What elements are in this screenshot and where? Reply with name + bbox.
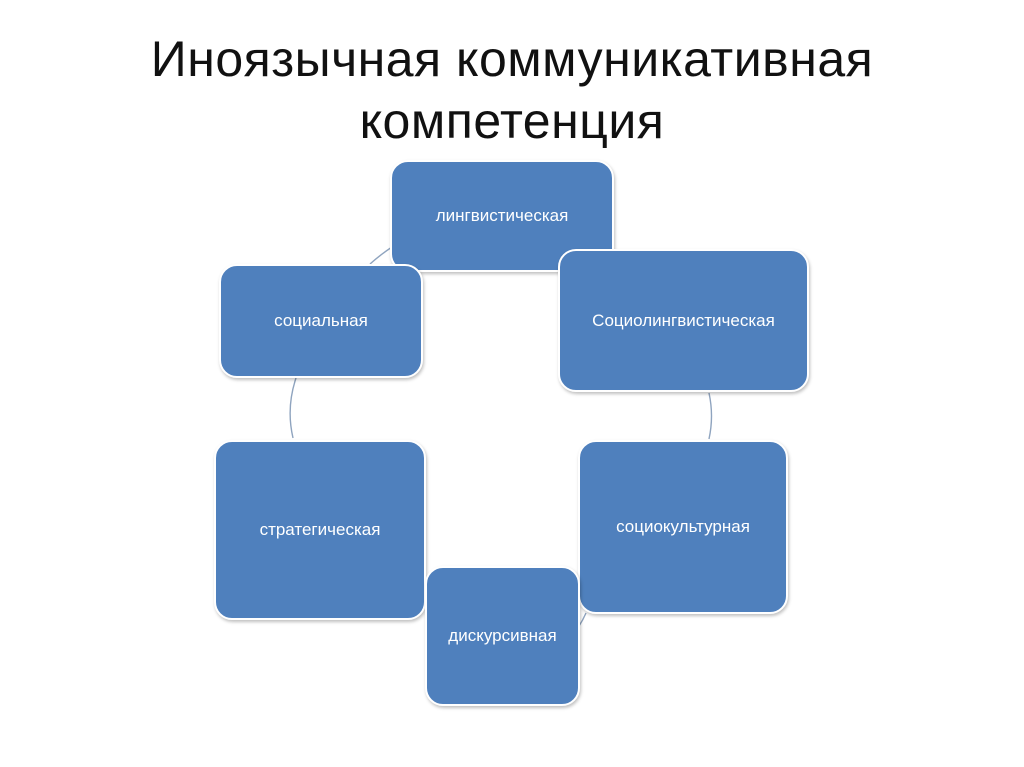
connector-sociocultural-to-discursive <box>578 612 587 627</box>
node-social: социальная <box>219 264 423 378</box>
connector-strategic-to-social <box>289 377 297 439</box>
node-sociocultural-label: социокультурная <box>616 517 750 536</box>
node-linguistic-label: лингвистическая <box>435 206 569 225</box>
slide-title: Иноязычная коммуникативная компетенция <box>60 28 964 152</box>
node-discursive-label: дискурсивная <box>448 626 557 645</box>
node-strategic: стратегическая <box>214 440 426 620</box>
connector-social-to-linguistic <box>369 246 393 265</box>
node-strategic-label: стратегическая <box>259 520 381 539</box>
node-social-label: социальная <box>274 311 368 330</box>
node-sociocultural: социокультурная <box>578 440 788 614</box>
node-sociolinguistic: Социолингвистическая <box>558 249 809 392</box>
connector-sociolinguistic-to-sociocultural <box>708 392 713 440</box>
title-line-1: Иноязычная коммуникативная <box>150 31 874 87</box>
title-line-2: компетенция <box>359 93 665 149</box>
node-sociolinguistic-label: Социолингвистическая <box>592 310 775 330</box>
node-discursive: дискурсивная <box>425 566 580 706</box>
